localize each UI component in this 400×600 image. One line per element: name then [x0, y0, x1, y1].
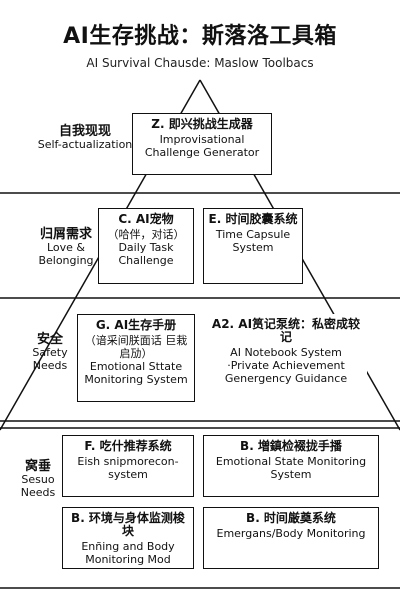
box-zh: C. AI宠物: [118, 212, 174, 226]
box-z-improvisational-challenge: Z. 即兴挑战生成器 Improvisational Challenge Gen…: [132, 113, 272, 175]
box-sub: （哈伴，对话）: [107, 228, 185, 241]
box-b-emotional-state: B. 増鎮检裰拢手播 Emotional State Monitoring Sy…: [203, 435, 379, 497]
level-en: Sesuo Needs: [20, 473, 56, 499]
level-en: Self-actualization: [37, 138, 133, 151]
box-en: Enñing and Body Monitoring Mod: [81, 540, 175, 566]
box-b-environment-body: B. 环境与身体监测梭块 Enñing and Body Monitoring …: [62, 507, 194, 569]
box-sub: （谙采间朕面话 巨栽启劢）: [84, 334, 188, 360]
level-label-self-actualization: 自我现现 Self-actualization: [30, 125, 140, 151]
box-a2-notebook-system: A2. AI筼记泵统：私密成较记 AI Notebook System ·Pri…: [205, 314, 367, 402]
box-f-food-recommendation: F. 吃什推荐系统 Eish snipmorecon-system: [62, 435, 194, 497]
box-sub: ·Private Achievement Genergency Guidance: [224, 359, 348, 385]
box-en: Time Capsule System: [215, 228, 291, 254]
level-zh: 窝垂: [24, 459, 51, 474]
page-subtitle: AI Survival Chausde: Maslow Toolbacs: [86, 56, 314, 70]
box-e-time-capsule: E. 时间胶囊系统 Time Capsule System: [203, 208, 303, 284]
box-zh: Z. 即兴挑战生成器: [151, 117, 253, 131]
box-zh: F. 吃什推荐系统: [84, 439, 172, 453]
box-b-time-system: B. 时间厳奠系统 Emergans/Body Monitoring: [203, 507, 379, 569]
box-en: Improvisational Challenge Generator: [144, 133, 260, 159]
page-title: AI生存挑战：斯落洛工具箱: [63, 24, 337, 49]
box-zh: A2. AI筼记泵统：私密成较记: [211, 317, 361, 344]
level-label-basic: 窝垂 Sesuo Needs: [16, 460, 60, 499]
box-zh: B. 増鎮检裰拢手播: [240, 439, 342, 453]
box-en: Eish snipmorecon-system: [77, 455, 179, 481]
box-en: AI Notebook System: [230, 346, 342, 359]
box-zh: B. 时间厳奠系统: [246, 511, 336, 525]
level-label-safety: 安全 Safety Needs: [28, 333, 72, 372]
box-zh: E. 时间胶囊系统: [208, 212, 298, 226]
level-en: Safety Needs: [32, 346, 68, 372]
box-g-survival-manual: G. AI生存手册 （谙采间朕面话 巨栽启劢） Emotional Sttate…: [77, 314, 195, 402]
box-en: Emotional State Monitoring System: [215, 455, 367, 481]
box-zh: B. 环境与身体监测梭块: [71, 511, 185, 538]
level-label-love-belonging: 归屑需求 Love & Belonging: [18, 228, 114, 267]
level-zh: 归屑需求: [39, 227, 92, 242]
level-zh: 自我现现: [58, 124, 111, 139]
level-en: Love & Belonging: [38, 241, 94, 267]
box-en: Daily Task Challenge: [118, 241, 174, 267]
box-en: Emergans/Body Monitoring: [216, 527, 366, 540]
box-zh: G. AI生存手册: [95, 318, 177, 332]
box-en: Emotional Sttate Monitoring System: [84, 360, 188, 386]
level-zh: 安全: [36, 332, 63, 347]
box-c-ai-pet: C. AI宠物 （哈伴，对话） Daily Task Challenge: [98, 208, 194, 284]
